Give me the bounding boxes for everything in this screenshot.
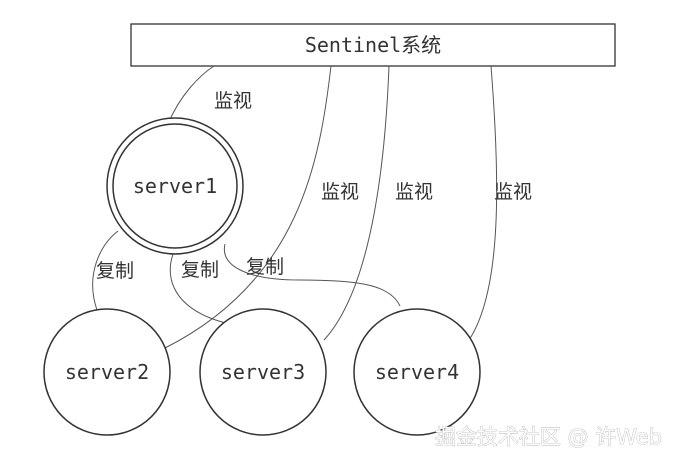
monitor-label-4: 监视 [494,181,532,203]
server3-node [199,308,327,436]
monitor-line-server2 [164,65,332,349]
watermark-text: 掘金技术社区 @ 许Web [435,425,662,449]
server3-label: server3 [221,360,305,384]
server1-label: server1 [133,174,217,198]
server2-node [43,308,171,436]
replicate-label-1: 复制 [96,260,134,282]
replicate-line-server4 [223,243,401,307]
server4-node [353,308,481,436]
monitor-label-2: 监视 [321,181,359,203]
monitor-line-server3 [323,65,390,341]
monitor-line-server4 [468,65,498,341]
replicate-label-3: 复制 [246,256,284,278]
replicate-line-server2 [92,230,119,311]
replicate-label-2: 复制 [181,259,219,281]
server2-label: server2 [65,360,149,384]
monitor-line-server1 [167,65,215,125]
monitor-label-3: 监视 [395,181,433,203]
server1-node-inner [112,123,238,249]
monitor-label-1: 监视 [214,90,252,112]
server4-label: server4 [375,360,459,384]
sentinel-box [130,23,616,67]
sentinel-label: Sentinel系统 [305,33,441,57]
